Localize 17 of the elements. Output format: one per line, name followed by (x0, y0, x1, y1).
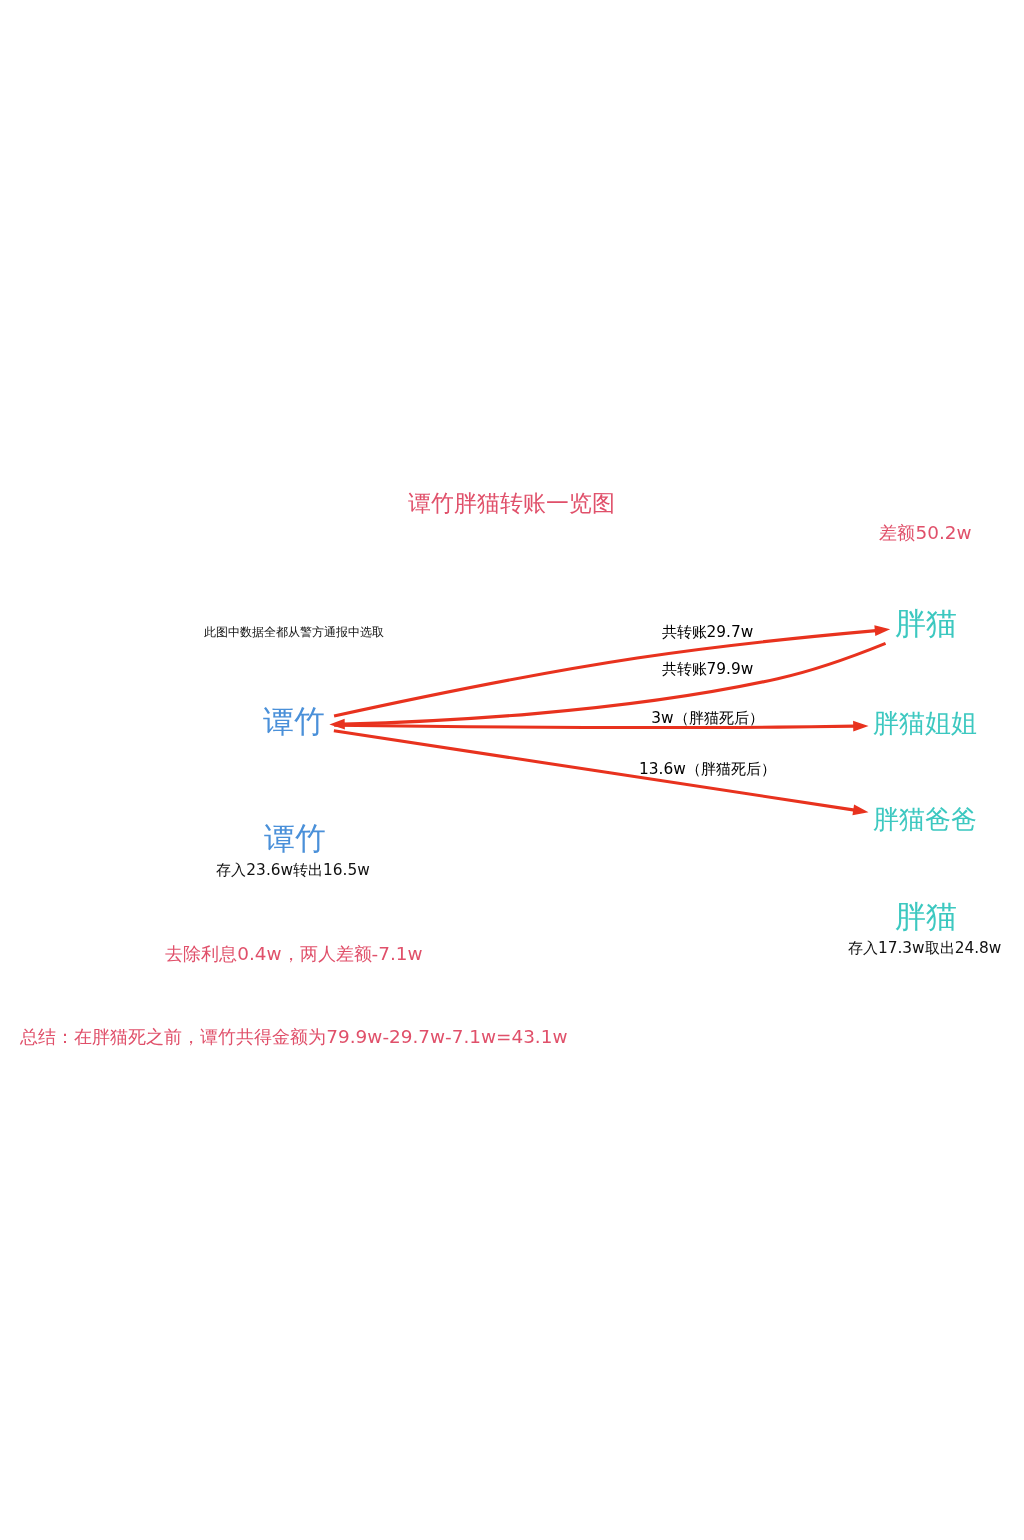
node-text: 谭竹 (263, 702, 326, 739)
node-label: 存入17.3w取出24.8w (847, 938, 1002, 957)
edge-label: 共转账79.9w (661, 659, 754, 678)
node-text: 胖猫爸爸 (873, 803, 978, 834)
node-label: 存入23.6w转出16.5w (216, 860, 370, 879)
label: 去除利息0.4w，两人差额-7.1w (165, 942, 423, 964)
label: 总结：在胖猫死之前，谭竹共得金额为79.9w-29.7w-7.1w=43.1w (20, 1025, 568, 1047)
edge-label: 共转账29.7w (661, 622, 754, 640)
edge-label: 13.6w（胖猫死后） (639, 759, 776, 778)
diagram-title: 谭竹胖猫转账一览图 (408, 489, 616, 516)
edge-label: 3w（胖猫死后） (651, 708, 764, 727)
node-text: 胖猫 (894, 604, 957, 641)
node-text: 胖猫 (895, 897, 958, 934)
label: 此图中数据全都从警方通报中选取 (203, 624, 384, 639)
node-text: 胖猫姐姐 (873, 707, 978, 738)
node-text: 谭竹 (263, 819, 326, 856)
label: 差额50.2w (879, 521, 972, 543)
